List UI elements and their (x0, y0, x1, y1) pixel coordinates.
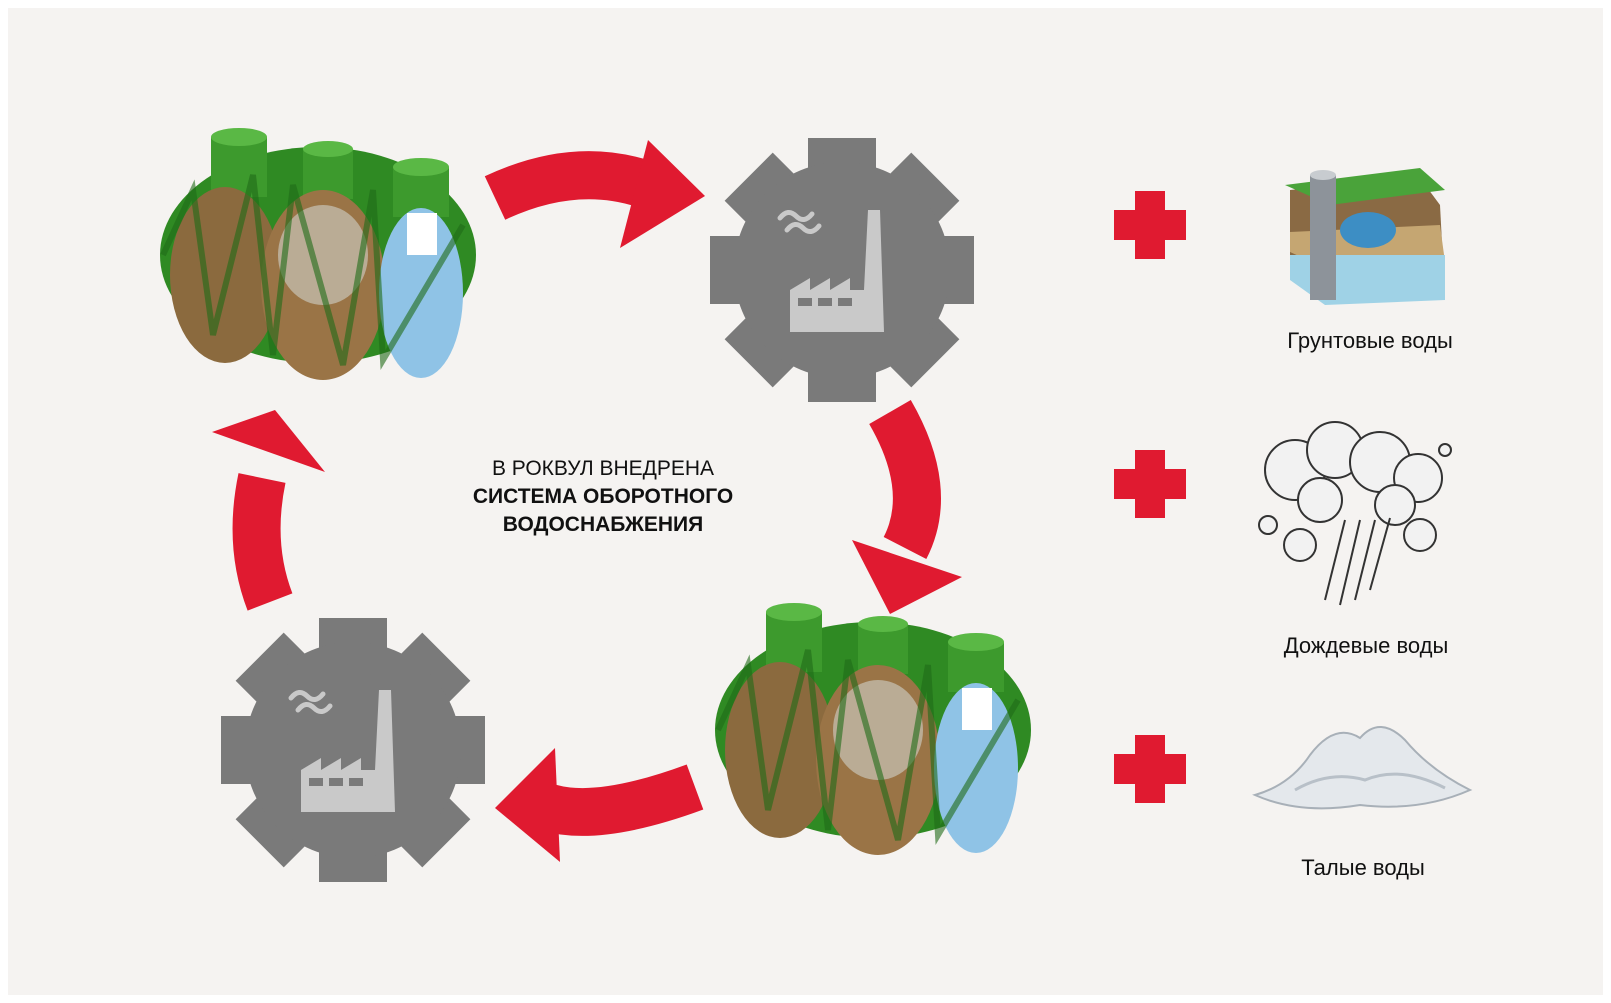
center-caption-line2: СИСТЕМА ОБОРОТНОГО (472, 485, 734, 508)
factory-gear-icon-bottom (221, 618, 485, 882)
flow-arrow-bottom (495, 748, 704, 862)
plus-icon-melt (1114, 735, 1186, 803)
factory-gear-icon-top (710, 138, 974, 402)
flow-arrow-right (852, 400, 962, 614)
rain-cloud-icon (1258, 421, 1452, 606)
treatment-tank-bottom (715, 603, 1031, 855)
snow-pile-icon (1252, 726, 1473, 810)
treatment-tank-top (160, 128, 476, 380)
ground-water-label: Грунтовые воды (1287, 328, 1453, 353)
plus-icon-ground (1114, 191, 1186, 259)
plus-icon-rain (1114, 450, 1186, 518)
flow-arrow-top (484, 140, 705, 248)
diagram-graphics (8, 8, 1473, 995)
center-caption: В РОКВУЛ ВНЕДРЕНА СИСТЕМА ОБОРОТНОГО ВОД… (418, 455, 788, 539)
center-caption-line1: В РОКВУЛ ВНЕДРЕНА (491, 457, 715, 480)
center-caption-line3: ВОДОСНАБЖЕНИЯ (502, 513, 704, 536)
flow-arrow-left (212, 410, 325, 611)
ground-water-icon (1285, 168, 1445, 305)
diagram-canvas: В РОКВУЛ ВНЕДРЕНА СИСТЕМА ОБОРОТНОГО ВОД… (8, 8, 1603, 995)
rain-water-label: Дождевые воды (1283, 633, 1449, 658)
melt-water-label: Талые воды (1301, 855, 1425, 880)
